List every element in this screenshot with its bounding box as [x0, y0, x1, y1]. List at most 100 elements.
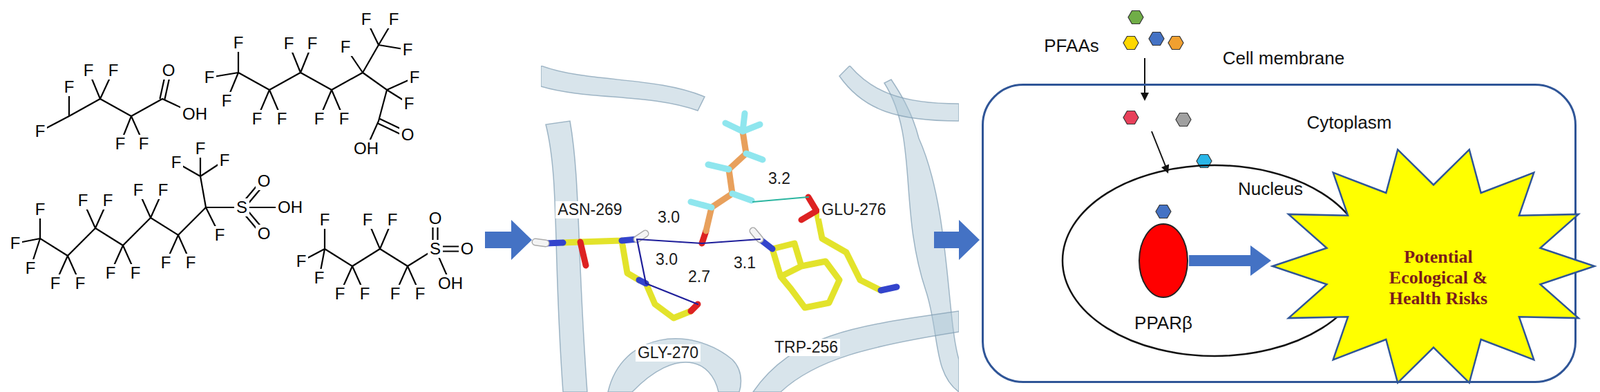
atom-label: F — [250, 109, 265, 128]
atom-label: OH — [435, 274, 465, 293]
atom-label: F — [100, 191, 116, 210]
atom-label-holder: F — [128, 263, 144, 282]
atom-label: F — [75, 191, 91, 210]
ribbon — [540, 65, 705, 111]
atom-label-holder: O — [426, 209, 445, 228]
atom-label-holder: F — [106, 61, 121, 80]
atom-label-holder: F — [103, 263, 119, 282]
atom-label: O — [458, 239, 476, 258]
atom-label-holder: F — [281, 34, 297, 53]
atom-label: O — [399, 125, 417, 144]
atom-label-holder: F — [113, 134, 128, 153]
atom-label: F — [103, 263, 119, 282]
atom-label: F — [312, 268, 327, 287]
atom-label: F — [407, 68, 423, 87]
atom-label-holder: F — [136, 134, 152, 153]
ribbon — [753, 310, 959, 392]
risk-text-holder: Potential Ecological & Health Risks — [1376, 246, 1500, 309]
residue-label: TRP-256 — [772, 338, 841, 356]
atom-label: O — [255, 172, 273, 190]
atom-label-holder: F — [75, 191, 91, 210]
atom-label: OH — [180, 105, 210, 123]
atom-label: F — [312, 109, 327, 128]
hexagon — [1123, 111, 1139, 125]
atom-label: F — [219, 91, 235, 110]
atom-label: F — [274, 109, 290, 128]
atom-label: O — [426, 209, 445, 228]
atom-label: F — [305, 34, 320, 53]
atom-label: OH — [275, 198, 305, 217]
residue-label: GLY-270 — [635, 344, 701, 362]
atom-label-holder: F — [33, 200, 48, 219]
atom-label: F — [357, 284, 373, 303]
atom-label-holder: F — [402, 94, 417, 113]
residue-label-holder: GLU-276 — [819, 201, 888, 219]
atom-label-holder: F — [294, 252, 309, 271]
atom-label-holder: F — [73, 274, 88, 293]
atom-label: F — [212, 225, 228, 244]
atom-label: F — [156, 181, 171, 199]
atom-label-holder: F — [33, 122, 48, 141]
arrow-head — [1161, 164, 1169, 174]
hexagon — [1148, 32, 1165, 46]
arrow-shaft — [1188, 254, 1254, 266]
atom-label-holder: F — [183, 253, 199, 272]
atom-label-holder: F — [388, 284, 403, 303]
atom-label-holder: O — [399, 125, 417, 144]
atom-label-holder: S — [234, 198, 250, 217]
ligand-fluorine-sticks — [690, 113, 763, 208]
distance-label-holder: 3.1 — [731, 254, 758, 272]
receptor-ellipse-shape — [1137, 222, 1189, 299]
atom-label-holder: F — [250, 109, 265, 128]
hexagon — [1128, 11, 1144, 25]
atom-label-holder: OH — [351, 139, 381, 158]
distance-label: 3.2 — [766, 169, 793, 188]
atom-label-holder: S — [427, 239, 443, 258]
atom-label-holder: O — [255, 224, 273, 243]
atom-label: F — [332, 284, 348, 303]
atom-label-holder: F — [212, 225, 228, 244]
atom-label: F — [33, 200, 48, 219]
flow-arrow — [1188, 245, 1272, 276]
atom-label: F — [106, 61, 121, 80]
atom-label: F — [81, 61, 97, 80]
atom-label: S — [427, 239, 443, 258]
atom-label-holder: OH — [180, 105, 210, 123]
atom-label-holder: F — [386, 10, 402, 29]
atom-label: OH — [351, 139, 381, 158]
atom-label: F — [294, 252, 309, 271]
atom-label-holder: F — [23, 259, 38, 278]
receptor-label: PPARβ — [1134, 312, 1193, 333]
region-label-holder: Cytoplasm — [1307, 112, 1393, 133]
starburst-outline — [1272, 149, 1595, 383]
atom-label-holder: O — [458, 239, 476, 258]
atom-label: F — [402, 94, 417, 113]
molecule-hexagons — [1123, 11, 1212, 219]
atom-label-holder: F — [231, 33, 246, 52]
residue-sticks — [535, 113, 897, 318]
atom-label-holder: F — [202, 68, 217, 87]
carbon-sticks — [563, 210, 881, 318]
atom-label-holder: F — [407, 68, 423, 87]
atom-label: F — [360, 210, 376, 229]
contact-line — [753, 196, 809, 202]
receptor-label-holder: PPARβ — [1134, 312, 1193, 333]
ribbon — [607, 338, 742, 392]
ligand-carbon-sticks — [706, 131, 747, 231]
atom-label: F — [62, 78, 77, 97]
risk-text: Potential Ecological & Health Risks — [1376, 246, 1500, 309]
ribbon — [839, 65, 959, 121]
distance-label-holder: 3.0 — [653, 250, 680, 269]
atom-label-holder: F — [193, 139, 208, 158]
distance-label: 3.1 — [731, 254, 758, 272]
atom-label-holder: F — [359, 10, 374, 29]
atom-label: F — [23, 259, 38, 278]
atom-label-holder: F — [312, 109, 327, 128]
distance-label-holder: 3.0 — [655, 208, 682, 226]
atom-label-holder: F — [8, 234, 23, 253]
atom-label-holder: F — [317, 210, 333, 229]
arrow-shaft — [1151, 131, 1166, 166]
receptor-ellipse: PPARβ — [1137, 222, 1189, 299]
atom-label-holder: F — [158, 253, 174, 272]
atom-label-holder: O — [160, 61, 178, 80]
